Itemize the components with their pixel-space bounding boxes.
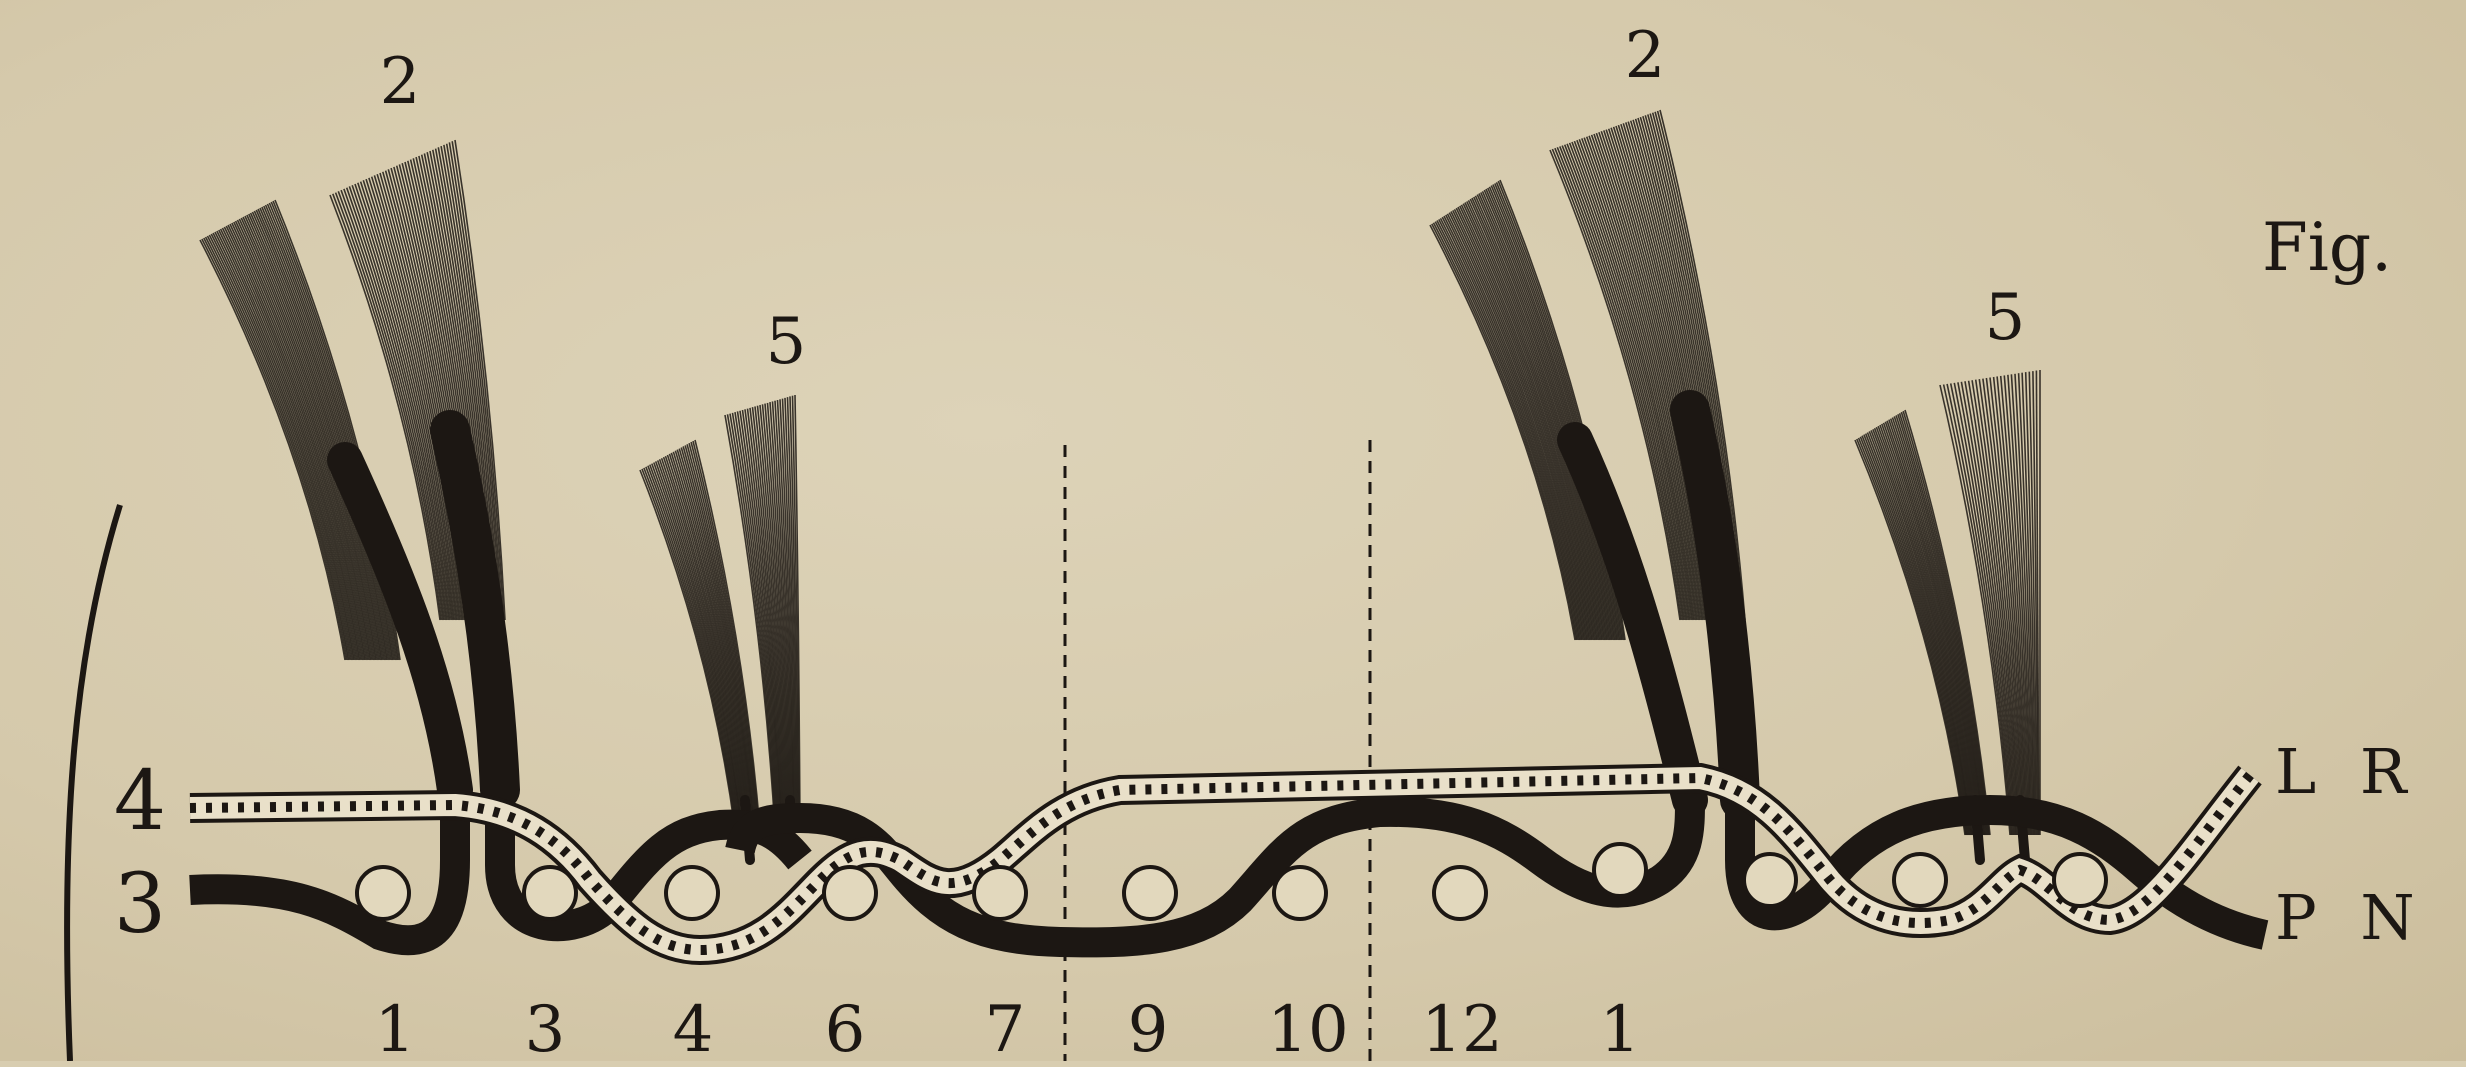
pick-label-12: 12: [1421, 998, 1502, 1062]
weft-pick-4: [824, 867, 876, 919]
weft-pick-2: [524, 867, 576, 919]
weft-pick-12: [2054, 854, 2106, 906]
tuft-5-right-a: [1855, 410, 1990, 835]
figure-caption: Fig.: [2262, 215, 2392, 281]
tuft-label-2-right: 2: [1625, 24, 1666, 88]
weft-pick-6: [1124, 867, 1176, 919]
pick-label-9: 9: [1128, 998, 1169, 1062]
pick-label-6: 6: [825, 998, 866, 1062]
margin-arc: [67, 505, 120, 1061]
side-label-pn: P N: [2275, 887, 2427, 949]
pick-label-10: 10: [1267, 998, 1348, 1062]
pick-label-4: 4: [673, 998, 714, 1062]
tuft-2-left-a: [200, 200, 400, 660]
pick-label-3: 3: [525, 998, 566, 1062]
weft-pick-7: [1274, 867, 1326, 919]
backing-thread-seg-3: [740, 800, 1690, 942]
pick-label-1: 1: [375, 998, 416, 1062]
weft-pick-11: [1894, 854, 1946, 906]
weft-pick-5: [974, 867, 1026, 919]
weft-pick-9: [1594, 844, 1646, 896]
tuft-label-5-left: 5: [766, 310, 807, 374]
row-label-4: 4: [114, 761, 166, 843]
weft-pick-10: [1744, 854, 1796, 906]
pick-label-1-b: 1: [1600, 998, 1641, 1062]
weft-pick-3: [666, 867, 718, 919]
tuft-label-5-right: 5: [1985, 286, 2026, 350]
weft-pick-8: [1434, 867, 1486, 919]
side-label-lr: L R: [2275, 741, 2419, 803]
pick-label-7: 7: [985, 998, 1026, 1062]
tuft-label-2-left: 2: [380, 50, 421, 114]
row-label-3: 3: [114, 864, 166, 946]
weft-pick-1: [357, 867, 409, 919]
